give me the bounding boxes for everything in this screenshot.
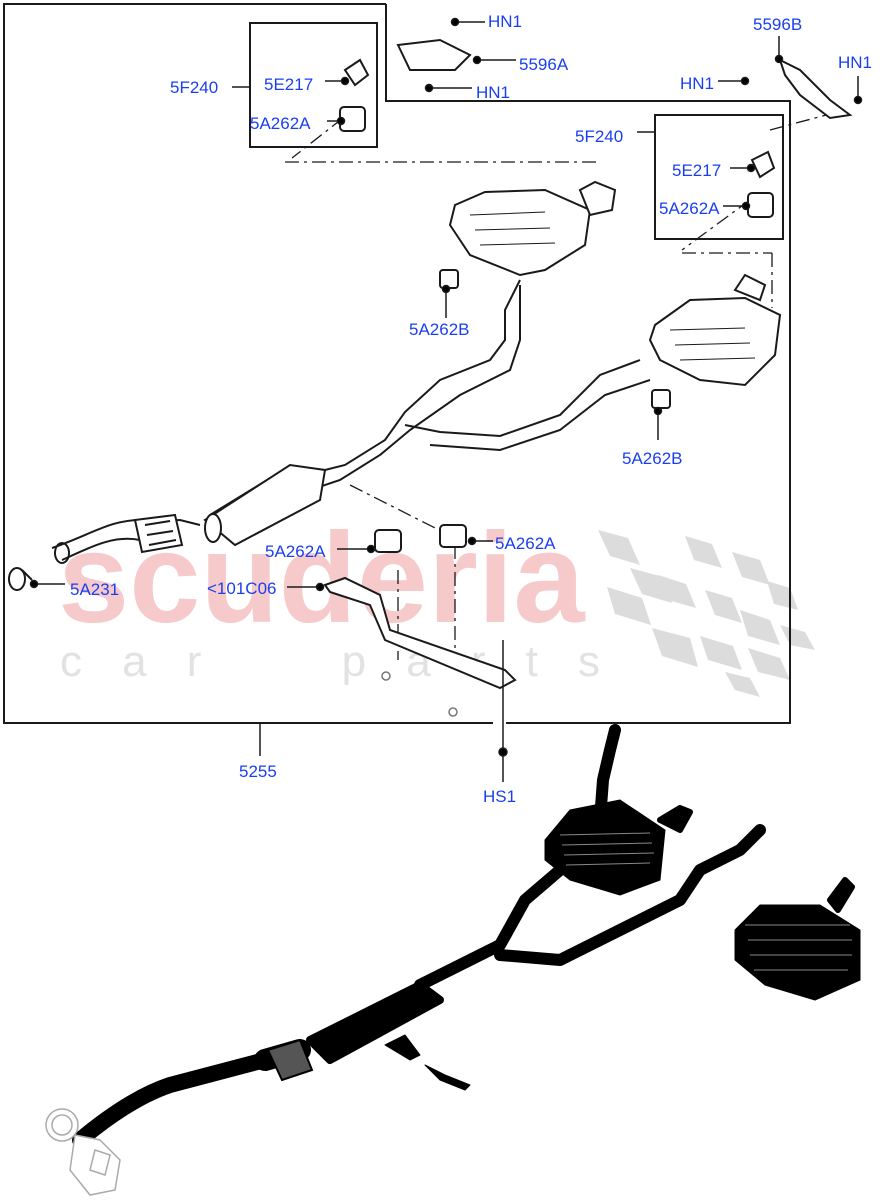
callout-5e217-left[interactable]: 5E217 bbox=[264, 75, 314, 94]
rear-silencer-ribs bbox=[559, 832, 852, 971]
callout-hs1[interactable]: HS1 bbox=[483, 787, 517, 806]
checkered-flag-icon bbox=[598, 530, 815, 697]
catalytic-converter bbox=[133, 513, 184, 554]
crossmember-bracket bbox=[323, 576, 517, 690]
callout-5f240-right[interactable]: 5F240 bbox=[575, 127, 624, 146]
callout-5a262a-left-box[interactable]: 5A262A bbox=[250, 114, 311, 133]
callout-101c06[interactable]: <101C06 bbox=[207, 579, 277, 598]
callout-5596b[interactable]: 5596B bbox=[753, 15, 803, 34]
watermark-letter: r bbox=[186, 637, 202, 686]
rear-silencer-left bbox=[448, 180, 617, 277]
callout-5a262a-mid-right[interactable]: 5A262A bbox=[495, 534, 556, 553]
callout-5a262b-upper[interactable]: 5A262B bbox=[409, 320, 470, 339]
turbo-outline bbox=[45, 1108, 121, 1196]
callout-5596a[interactable]: 5596A bbox=[519, 55, 569, 74]
catalytic-converter-lower bbox=[266, 1038, 314, 1082]
watermark-letter: s bbox=[578, 637, 600, 686]
callout-5a262a-right-box[interactable]: 5A262A bbox=[659, 199, 720, 218]
callout-5a231[interactable]: 5A231 bbox=[70, 580, 120, 599]
clamp-5a231 bbox=[8, 567, 33, 591]
rear-silencer-right bbox=[648, 273, 782, 387]
callout-hn1-top[interactable]: HN1 bbox=[488, 12, 523, 31]
nuts bbox=[381, 671, 458, 717]
callout-5a262b-lower[interactable]: 5A262B bbox=[622, 449, 683, 468]
callout-hn1-mid[interactable]: HN1 bbox=[476, 83, 511, 102]
callout-5a262a-mid-left[interactable]: 5A262A bbox=[265, 542, 326, 561]
callout-hn1-right-left[interactable]: HN1 bbox=[680, 74, 715, 93]
watermark-letter: p bbox=[341, 637, 367, 686]
assembled-exhaust-silhouette bbox=[72, 724, 861, 1148]
watermark-letter: c bbox=[60, 637, 82, 686]
centre-silencer bbox=[203, 463, 327, 547]
watermark-letter: t bbox=[525, 637, 538, 686]
hangers bbox=[339, 38, 853, 553]
callout-5f240-left[interactable]: 5F240 bbox=[170, 78, 219, 97]
kit-boundary bbox=[3, 3, 791, 724]
callout-5255[interactable]: 5255 bbox=[239, 762, 277, 781]
callout-hn1-right[interactable]: HN1 bbox=[838, 53, 873, 72]
callout-5e217-right[interactable]: 5E217 bbox=[672, 161, 722, 180]
callout-leaders bbox=[29, 17, 863, 782]
watermark-letter: a bbox=[122, 637, 147, 686]
